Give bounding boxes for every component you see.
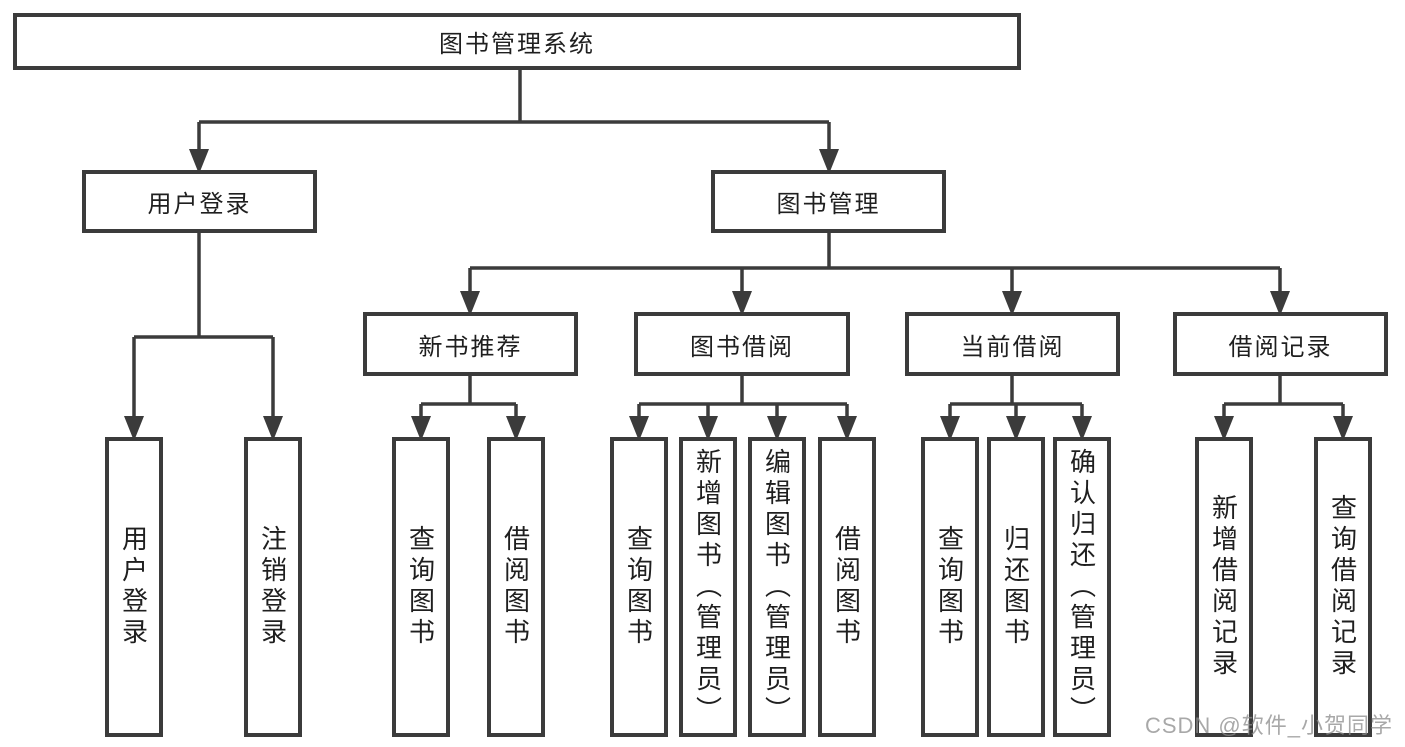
leaf-user-login: 用户登录 — [105, 437, 163, 737]
leaf-newbook-query-books: 查询图书 — [392, 437, 450, 737]
leaf-current-query-books: 查询图书 — [921, 437, 979, 737]
node-book-borrow: 图书借阅 — [634, 312, 850, 376]
leaf-borrow-edit-books-admin: 编辑图书（管理员） — [748, 437, 806, 737]
leaf-current-return-books: 归还图书 — [987, 437, 1045, 737]
leaf-current-confirm-return-admin: 确认归还（管理员） — [1053, 437, 1111, 737]
leaf-borrow-query-books: 查询图书 — [610, 437, 668, 737]
node-borrow-record: 借阅记录 — [1173, 312, 1388, 376]
csdn-watermark: CSDN @软件_小贺同学 — [1144, 713, 1393, 738]
leaf-borrow-borrow-books: 借阅图书 — [818, 437, 876, 737]
node-current-borrow: 当前借阅 — [905, 312, 1120, 376]
node-root: 图书管理系统 — [13, 13, 1021, 70]
leaf-newbook-borrow-books: 借阅图书 — [487, 437, 545, 737]
node-user-login: 用户登录 — [82, 170, 317, 233]
leaf-record-query-borrow-record: 查询借阅记录 — [1314, 437, 1372, 737]
leaf-record-add-borrow-record: 新增借阅记录 — [1195, 437, 1253, 737]
leaf-logout: 注销登录 — [244, 437, 302, 737]
node-new-book-recommend: 新书推荐 — [363, 312, 578, 376]
leaf-borrow-add-books-admin: 新增图书（管理员） — [679, 437, 737, 737]
node-book-management: 图书管理 — [711, 170, 946, 233]
